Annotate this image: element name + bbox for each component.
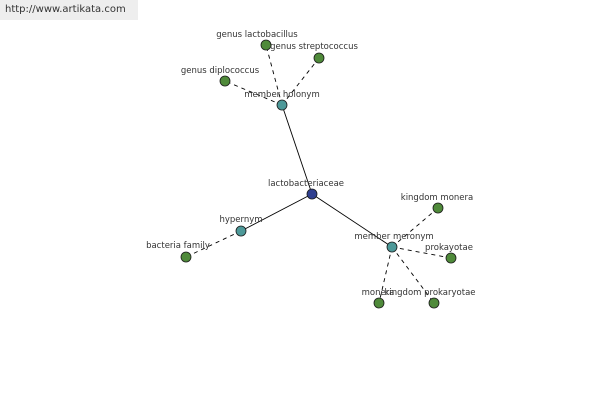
node-label-hypernym[interactable]: hypernym (219, 215, 262, 225)
node-circle-meronym[interactable] (386, 241, 398, 253)
edge-holonym-diplo (224, 80, 283, 106)
node-diplo[interactable]: genus diplococcus (181, 66, 260, 87)
node-circle-prokayotae[interactable] (445, 252, 457, 264)
node-lacto[interactable]: genus lactobacillus (216, 30, 298, 51)
node-label-diplo[interactable]: genus diplococcus (181, 66, 260, 76)
node-circle-strepto[interactable] (313, 52, 325, 64)
node-meronym[interactable]: member meronym (354, 232, 434, 253)
edge-meronym-prokaryotae (391, 246, 435, 304)
node-circle-lacto[interactable] (260, 39, 272, 51)
node-monera[interactable]: kingdom monera (401, 193, 473, 214)
node-label-monera[interactable]: kingdom monera (401, 193, 473, 203)
edge-center-hypernym (240, 193, 313, 232)
edge-meronym-monera (391, 207, 439, 248)
node-circle-monera[interactable] (432, 202, 444, 214)
node-prokaryotae[interactable]: kingdom prokaryotae (384, 288, 476, 309)
node-hypernym[interactable]: hypernym (219, 215, 263, 237)
node-circle-center[interactable] (306, 188, 318, 200)
node-circle-bacteria[interactable] (180, 251, 192, 263)
edge-hypernym-bacteria (185, 230, 242, 258)
edge-center-holonym (281, 104, 313, 195)
edge-holonym-strepto (281, 57, 320, 106)
node-bacteria[interactable]: bacteria family (146, 241, 210, 263)
node-label-meronym[interactable]: member meronym (354, 232, 433, 242)
node-label-lacto[interactable]: genus lactobacillus (216, 30, 298, 40)
edge-holonym-lacto (265, 44, 283, 106)
node-layer: lactobacteriaceae member holonym hypernym m… (146, 30, 476, 309)
node-label-center[interactable]: lactobacteriaceae (268, 179, 344, 189)
node-circle-hypernym[interactable] (235, 225, 247, 237)
edge-meronym-prokayotae (391, 246, 452, 259)
node-label-bacteria[interactable]: bacteria family (146, 241, 210, 251)
node-center[interactable]: lactobacteriaceae (268, 179, 344, 200)
node-label-prokayotae[interactable]: prokayotae (425, 243, 473, 253)
edge-center-meronym (311, 193, 393, 248)
node-prokayotae[interactable]: prokayotae (425, 243, 473, 264)
node-moneraleaf[interactable]: monera (362, 288, 395, 309)
node-label-strepto[interactable]: genus streptococcus (270, 42, 358, 52)
node-label-prokaryotae[interactable]: kingdom prokaryotae (384, 288, 475, 298)
edge-meronym-moneraleaf (378, 246, 393, 304)
node-circle-moneraleaf[interactable] (373, 297, 385, 309)
node-strepto[interactable]: genus streptococcus (270, 42, 358, 64)
node-holonym[interactable]: member holonym (244, 90, 320, 111)
node-circle-holonym[interactable] (276, 99, 288, 111)
node-label-moneraleaf[interactable]: monera (362, 288, 395, 298)
node-circle-diplo[interactable] (219, 75, 231, 87)
node-label-holonym[interactable]: member holonym (244, 90, 319, 100)
edge-layer (185, 44, 452, 304)
node-circle-prokaryotae[interactable] (428, 297, 440, 309)
watermark-url: http://www.artikata.com (0, 0, 138, 20)
